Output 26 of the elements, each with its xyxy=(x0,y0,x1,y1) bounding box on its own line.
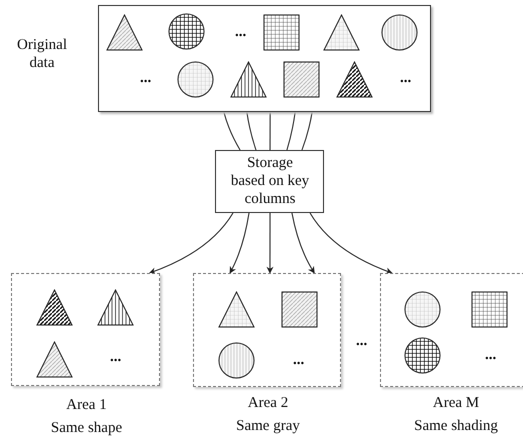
connector-line xyxy=(246,112,256,150)
process-box xyxy=(215,150,324,213)
arrow xyxy=(310,212,393,274)
ellipsis-text: ... xyxy=(140,73,152,83)
arrow xyxy=(230,212,250,274)
arrow xyxy=(266,212,274,274)
ellipsis-text: ... xyxy=(400,73,412,83)
side-label: Original data xyxy=(16,36,68,72)
arrow xyxy=(291,212,315,274)
ellipsis-text: ... xyxy=(293,355,304,365)
area-caption: Same shading xyxy=(413,417,499,435)
ellipsis-text: ... xyxy=(110,352,122,362)
connector-line xyxy=(286,112,296,150)
ellipsis-text: ... xyxy=(235,27,246,37)
ellipsis-text: ... xyxy=(356,336,368,346)
connector-line xyxy=(301,112,313,150)
area-caption: Same gray xyxy=(235,417,301,435)
area-caption: Same shape xyxy=(50,419,124,437)
box-text: Storage based on key columns xyxy=(230,154,310,208)
area-title: Area 1 xyxy=(65,396,108,414)
area-title: Area M xyxy=(432,394,480,412)
area-title: Area 2 xyxy=(246,394,290,412)
arrow xyxy=(148,212,234,274)
connector-line xyxy=(223,112,241,150)
connector-line xyxy=(270,112,271,150)
ellipsis-text: ... xyxy=(485,350,496,360)
